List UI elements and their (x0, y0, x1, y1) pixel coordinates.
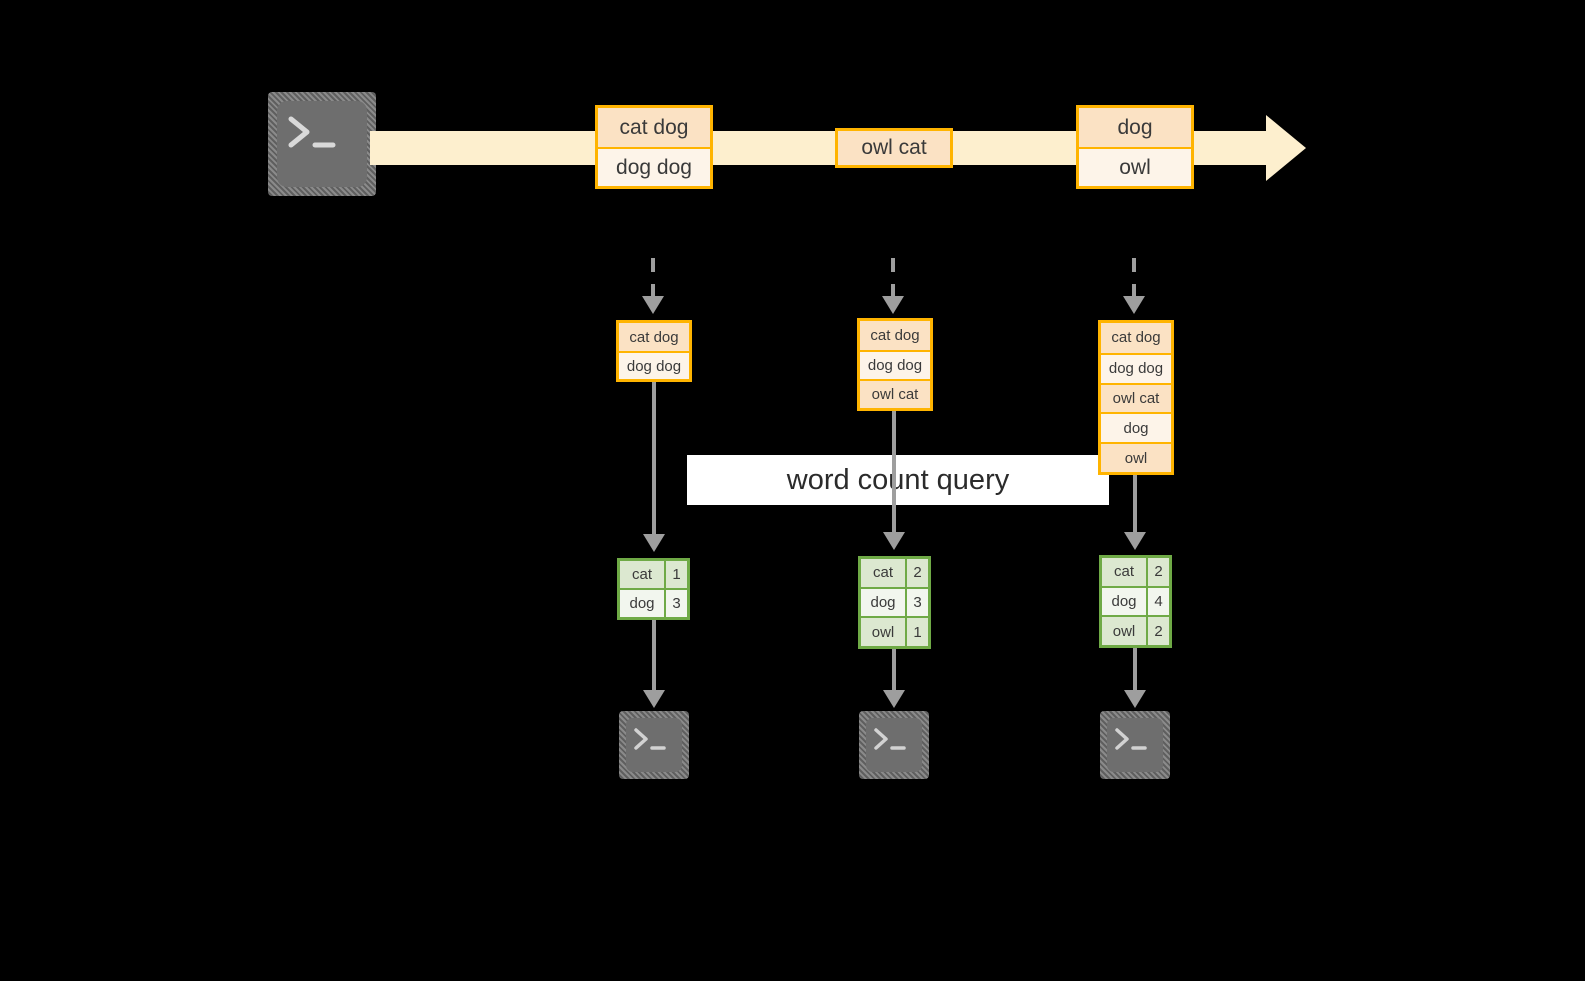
query-label: word count query (687, 455, 1109, 505)
result-word: owl (861, 618, 905, 647)
result-word: dog (620, 590, 664, 617)
stream-event: dog dog (598, 147, 710, 186)
query-label-text: word count query (786, 463, 1010, 496)
snapshot-2-inflow-line (891, 258, 895, 302)
snapshot-event: owl cat (860, 379, 930, 408)
source-terminal-icon (268, 92, 376, 196)
snapshot-1-sink-terminal-icon (619, 711, 689, 779)
snapshot-event: cat dog (860, 321, 930, 350)
snapshot-2-result: cat 2 dog 3 owl 1 (858, 556, 931, 649)
terminal-prompt-icon (874, 728, 906, 750)
result-count: 3 (905, 588, 928, 617)
snapshot-event: dog dog (619, 351, 689, 379)
sink-terminal-screen (1107, 718, 1163, 772)
snapshot-event: dog dog (1101, 352, 1171, 383)
snapshot-3-sink-line (1133, 648, 1137, 692)
snapshot-1-inflow-line (651, 258, 655, 302)
snapshot-2-inflow-arrowhead (882, 296, 904, 314)
result-count: 3 (664, 590, 687, 617)
result-count: 2 (1146, 558, 1169, 586)
stream-event: cat dog (598, 108, 710, 147)
snapshot-event: cat dog (1101, 323, 1171, 353)
stream-event: owl (1079, 147, 1191, 186)
snapshot-2-sink-line (892, 649, 896, 692)
snapshot-1-sink-line (652, 620, 656, 692)
result-count: 4 (1146, 587, 1169, 616)
snapshot-2-events: cat dog dog dog owl cat (857, 318, 933, 411)
result-row: dog 3 (620, 588, 687, 617)
snapshot-1-sink-arrowhead (643, 690, 665, 708)
terminal-prompt-icon (634, 728, 666, 750)
result-row: owl 1 (861, 616, 928, 647)
snapshot-event: owl cat (1101, 382, 1171, 413)
snapshot-2-sink-terminal-icon (859, 711, 929, 779)
sink-terminal-screen (866, 718, 922, 772)
snapshot-1-query-arrowhead (643, 534, 665, 552)
snapshot-3-sink-arrowhead (1124, 690, 1146, 708)
result-word: dog (861, 588, 905, 617)
result-row: cat 2 (1102, 558, 1169, 586)
stream-group-3: dog owl (1076, 105, 1194, 189)
result-count: 2 (1146, 617, 1169, 646)
result-word: dog (1102, 587, 1146, 616)
result-row: owl 2 (1102, 615, 1169, 646)
snapshot-event: dog (1101, 412, 1171, 443)
snapshot-2-query-line (892, 411, 896, 536)
snapshot-event: dog dog (860, 350, 930, 379)
result-word: owl (1102, 617, 1146, 646)
snapshot-3-result: cat 2 dog 4 owl 2 (1099, 555, 1172, 648)
snapshot-2-query-arrowhead (883, 532, 905, 550)
result-word: cat (1102, 558, 1146, 586)
sink-terminal-screen (626, 718, 682, 772)
result-row: cat 1 (620, 561, 687, 588)
stream-group-1: cat dog dog dog (595, 105, 713, 189)
stream-event: owl cat (838, 131, 950, 165)
snapshot-3-events: cat dog dog dog owl cat dog owl (1098, 320, 1174, 475)
snapshot-3-inflow-arrowhead (1123, 296, 1145, 314)
snapshot-1-query-line (652, 382, 656, 538)
result-row: dog 3 (861, 586, 928, 617)
result-row: dog 4 (1102, 585, 1169, 616)
source-terminal-screen (277, 101, 367, 187)
result-count: 1 (664, 561, 687, 588)
result-count: 2 (905, 559, 928, 587)
snapshot-3-inflow-line (1132, 258, 1136, 302)
snapshot-3-query-line (1133, 475, 1137, 536)
snapshot-2-sink-arrowhead (883, 690, 905, 708)
snapshot-1-inflow-arrowhead (642, 296, 664, 314)
stream-event: dog (1079, 108, 1191, 147)
snapshot-3-sink-terminal-icon (1100, 711, 1170, 779)
snapshot-event: cat dog (619, 323, 689, 351)
snapshot-event: owl (1101, 442, 1171, 472)
snapshot-1-result: cat 1 dog 3 (617, 558, 690, 620)
snapshot-3-query-arrowhead (1124, 532, 1146, 550)
result-word: cat (620, 561, 664, 588)
result-row: cat 2 (861, 559, 928, 587)
result-count: 1 (905, 618, 928, 647)
stream-group-2: owl cat (835, 128, 953, 168)
snapshot-1-events: cat dog dog dog (616, 320, 692, 382)
terminal-prompt-icon (288, 116, 336, 148)
result-word: cat (861, 559, 905, 587)
terminal-prompt-icon (1115, 728, 1147, 750)
stream-arrowhead (1266, 115, 1306, 181)
